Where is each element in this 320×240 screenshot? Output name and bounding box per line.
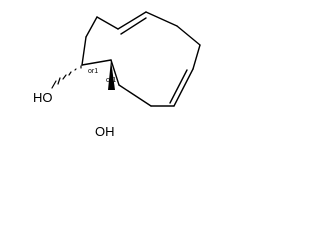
stereo-label-c2: or1 [106, 77, 116, 84]
double-bond-c6-c5 [169, 69, 188, 104]
hashed-wedge-bond [51, 65, 82, 89]
double-bond-lines [120, 17, 188, 104]
bond-c11-c10 [96, 16, 119, 30]
solid-wedge-bond [108, 60, 115, 90]
ring-bonds [81, 11, 201, 107]
molecule-structure: HO OH or1 or1 [33, 11, 201, 139]
bond-c3-c2 [110, 59, 120, 86]
bond-c9-c8 [145, 11, 178, 27]
stereo-label-c1: or1 [88, 68, 98, 75]
bond-c1-c12 [81, 36, 87, 66]
double-bond-c10-c9 [120, 17, 147, 35]
bond-c6-c5 [173, 68, 194, 107]
bond-c12-c11 [85, 16, 98, 38]
bond-c2-c1 [81, 59, 112, 66]
bond-c10-c9 [117, 11, 147, 30]
bond-c4-c3 [118, 84, 152, 107]
bond-c7-c6 [192, 44, 201, 70]
bond-c8-c7 [176, 25, 201, 46]
hydroxyl-label-lower: OH [95, 124, 115, 139]
hydroxyl-label-upper: HO [33, 90, 53, 105]
